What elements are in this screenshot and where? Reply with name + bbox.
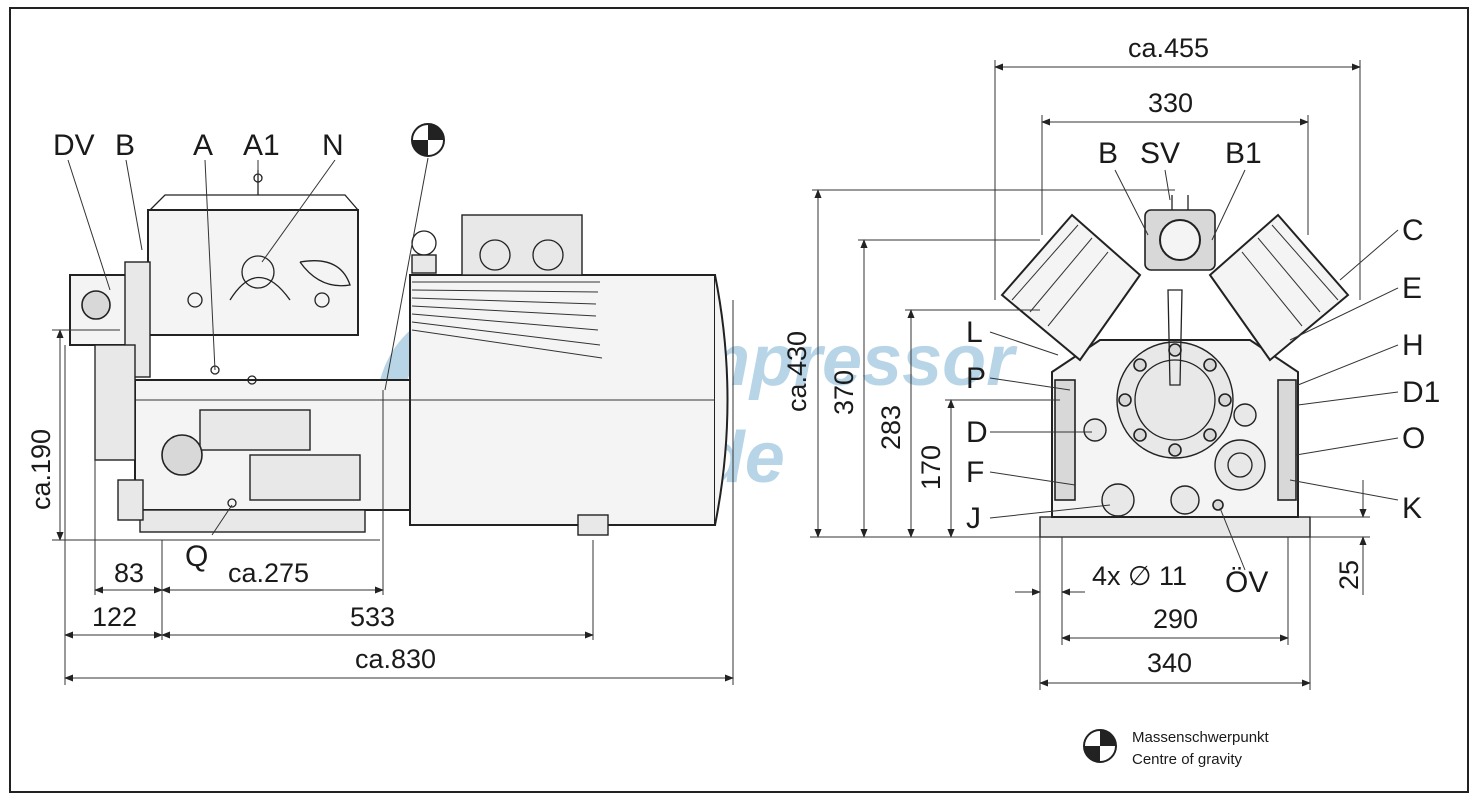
dim-290: 290 xyxy=(1153,604,1198,634)
label-e: E xyxy=(1402,272,1422,305)
dim-ca455: ca.455 xyxy=(1128,33,1209,63)
dim-ca190: ca.190 xyxy=(26,429,56,510)
cable-gland-2 xyxy=(532,239,564,271)
label-f: F xyxy=(966,456,984,489)
dim-330: 330 xyxy=(1148,88,1193,118)
label-l: L xyxy=(966,316,983,349)
label-d: D xyxy=(966,416,988,449)
label-a: A xyxy=(193,129,213,162)
label-b1: B1 xyxy=(1225,137,1262,170)
eye-bolt xyxy=(411,230,437,256)
front-base-plate xyxy=(1039,516,1311,538)
label-a1: A1 xyxy=(243,129,280,162)
legend-line2: Centre of gravity xyxy=(1132,751,1243,768)
base-plate xyxy=(139,509,366,533)
label-o: O xyxy=(1402,422,1425,455)
label-n: N xyxy=(322,129,344,162)
cable-gland-1 xyxy=(479,239,511,271)
dim-283: 283 xyxy=(876,405,906,450)
cylinder-head xyxy=(147,209,359,336)
front-dimension-lines xyxy=(810,60,1370,690)
front-view: ca.455 330 ca.430 370 283 170 25 4x ∅ 11… xyxy=(782,33,1440,690)
oil-pump xyxy=(1214,439,1266,491)
side-dimension-lines xyxy=(52,300,734,685)
dim-122: 122 xyxy=(92,602,137,632)
label-q: Q xyxy=(185,540,208,573)
dim-170: 170 xyxy=(916,445,946,490)
legend: Massenschwerpunkt Centre of gravity xyxy=(1083,729,1270,768)
suction-valve-port xyxy=(1159,219,1201,261)
dim-340: 340 xyxy=(1147,648,1192,678)
side-leaders xyxy=(67,157,429,536)
cover-bolts xyxy=(1118,343,1232,457)
drawing-frame xyxy=(9,7,1469,793)
label-sv: SV xyxy=(1140,137,1180,170)
dim-370: 370 xyxy=(829,370,859,415)
motor-foot xyxy=(577,514,609,536)
label-b-side: B xyxy=(115,129,135,162)
dim-533: 533 xyxy=(350,602,395,632)
motor-end-cap xyxy=(714,274,729,526)
oil-pump-cover xyxy=(161,434,203,476)
label-j: J xyxy=(966,502,981,535)
gravity-centre-icon xyxy=(411,123,445,157)
label-c: C xyxy=(1402,214,1424,247)
terminal-box xyxy=(461,214,583,276)
dim-holes: 4x ∅ 11 xyxy=(1092,561,1187,591)
label-ov: ÖV xyxy=(1225,566,1268,599)
label-k: K xyxy=(1402,492,1422,525)
discharge-valve-flange xyxy=(81,290,111,320)
right-cylinder-bank xyxy=(1208,213,1350,362)
front-leaders xyxy=(989,169,1399,571)
valve-cap-n xyxy=(241,255,275,289)
label-p: P xyxy=(966,362,986,395)
label-b-front: B xyxy=(1098,137,1118,170)
side-view: DV B A A1 N Q ca.190 83 ca.275 122 533 c… xyxy=(26,123,734,685)
dim-ca430: ca.430 xyxy=(782,331,812,412)
legend-gravity-icon xyxy=(1083,729,1117,763)
label-d1: D1 xyxy=(1402,376,1440,409)
dim-ca275: ca.275 xyxy=(228,558,309,588)
label-h: H xyxy=(1402,329,1424,362)
dim-83: 83 xyxy=(114,558,144,588)
bearing-cover xyxy=(1116,341,1234,459)
motor-fins xyxy=(411,281,603,359)
dim-ca830: ca.830 xyxy=(355,644,436,674)
label-dv: DV xyxy=(53,129,95,162)
left-cylinder-bank xyxy=(1000,213,1142,362)
legend-line1: Massenschwerpunkt xyxy=(1132,729,1270,746)
dim-25: 25 xyxy=(1334,560,1364,590)
